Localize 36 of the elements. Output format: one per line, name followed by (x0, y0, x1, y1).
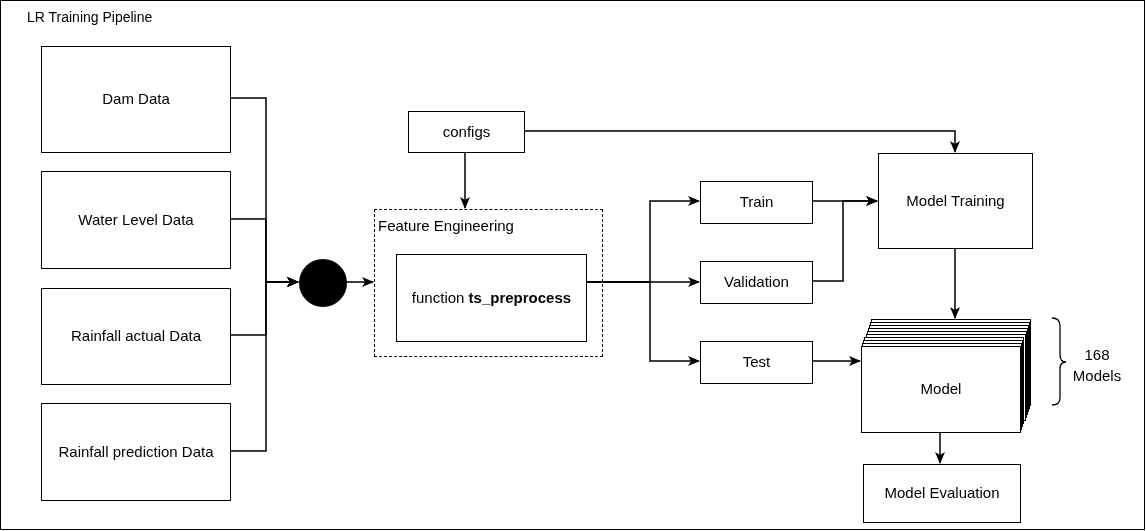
node-label: Rainfall prediction Data (58, 441, 214, 462)
node-label: configs (442, 121, 491, 142)
connector-arrow (229, 277, 299, 452)
node-label: Model Evaluation (884, 483, 1000, 504)
node-label: Dam Data (102, 89, 170, 110)
connector-arrow (811, 356, 861, 366)
node-label: Model Training (906, 190, 1005, 211)
frame-title: LR Training Pipeline (27, 8, 153, 27)
model-stack (861, 319, 1033, 433)
connector-arrow (460, 151, 470, 209)
group-title: Feature Engineering (378, 216, 514, 236)
dashed-group-box (374, 209, 603, 357)
process-box (878, 153, 1033, 249)
process-box (408, 111, 525, 153)
process-box (396, 254, 587, 342)
node-label: Rainfall actual Data (70, 326, 202, 347)
process-box (41, 403, 231, 501)
connector-arrow (811, 196, 878, 282)
connector-arrow (345, 277, 374, 287)
connector-arrow (935, 431, 945, 464)
node-label: Test (742, 352, 771, 373)
count-note: 168 Models (1072, 345, 1122, 386)
node-label: function ts_preprocess (411, 287, 572, 308)
node-label: Validation (724, 272, 789, 293)
connector-arrow (523, 130, 960, 153)
node-label: Train (739, 192, 774, 213)
process-box (41, 46, 231, 153)
process-box (700, 181, 813, 224)
process-box (700, 341, 813, 384)
process-box (41, 171, 231, 269)
process-box (700, 261, 813, 304)
process-box (41, 288, 231, 385)
connector-arrow (950, 247, 960, 319)
node-label: Water Level Data (78, 209, 194, 230)
node-label: Model (920, 379, 962, 400)
process-box (863, 464, 1021, 523)
